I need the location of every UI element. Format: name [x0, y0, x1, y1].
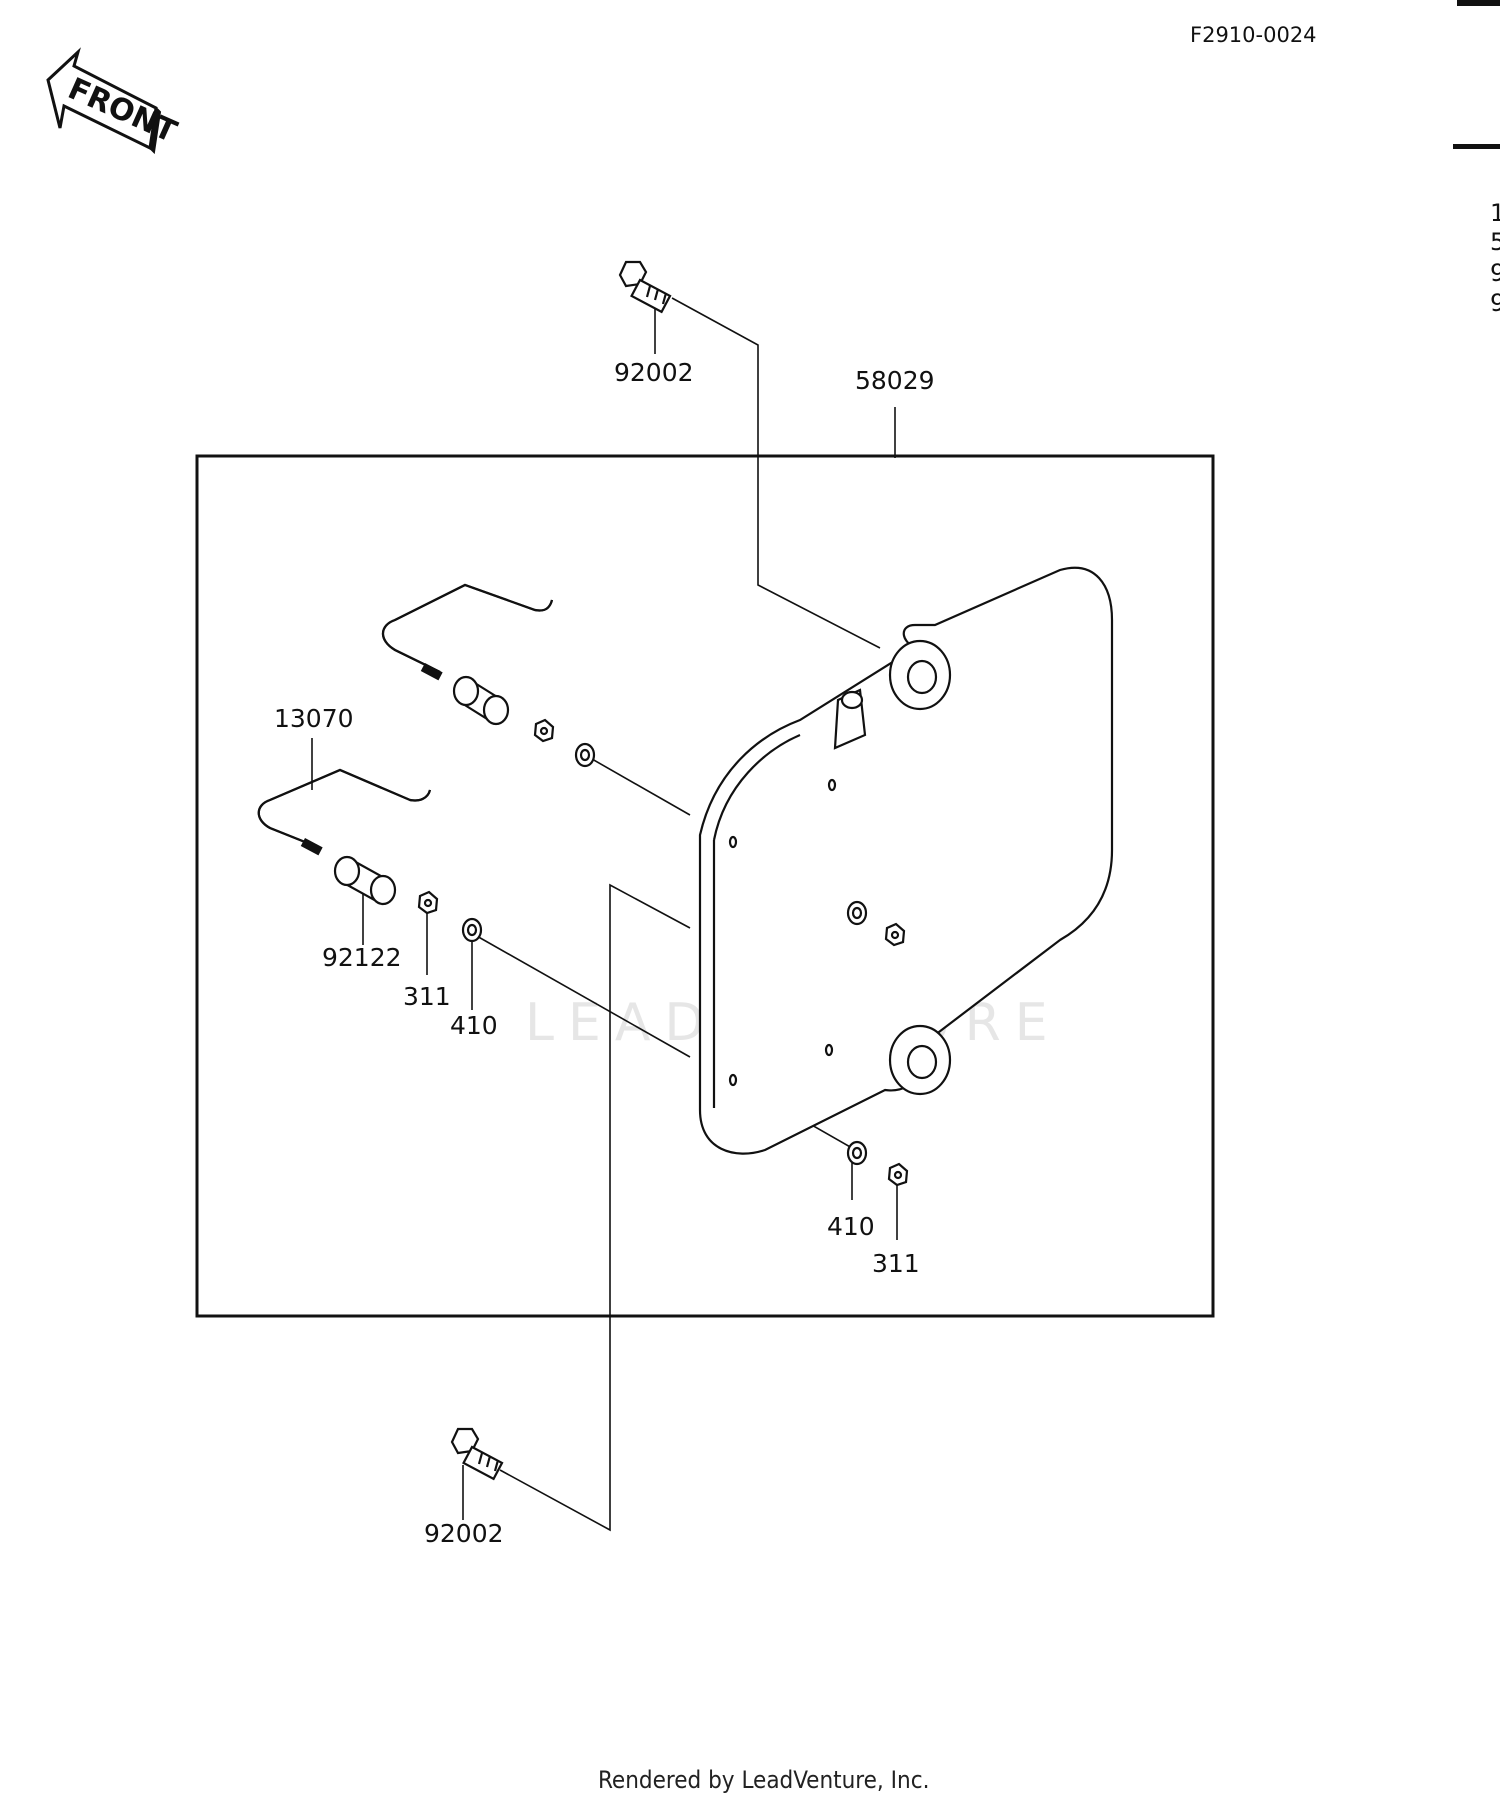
washer-410-lower-right [846, 1140, 868, 1166]
kit-frame [195, 454, 1215, 1318]
nut-311-upper-left [533, 718, 555, 743]
callout-92122: 92122 [322, 943, 402, 972]
plate-58029 [698, 566, 1114, 1155]
right-edge-fragment: 1 5 9 9 [1453, 0, 1500, 317]
svg-text:1: 1 [1490, 199, 1500, 227]
collar-92122-upper [452, 675, 510, 726]
nut-311-lower-right [887, 1162, 909, 1187]
front-arrow-icon: FRONT [46, 47, 182, 155]
callout-92002-top: 92002 [614, 358, 694, 387]
callout-13070: 13070 [274, 704, 354, 733]
stay-13070-lower [257, 768, 432, 856]
svg-text:5: 5 [1490, 228, 1500, 256]
collar-92122-lower [333, 855, 397, 906]
callout-410-right: 410 [827, 1212, 875, 1241]
callout-311-left: 311 [403, 982, 451, 1011]
bolt-92002-top [618, 260, 672, 314]
nut-311-lower-left [417, 890, 439, 915]
washer-410-upper-right [846, 900, 868, 926]
washer-410-upper-left [574, 742, 596, 768]
svg-text:9: 9 [1490, 259, 1500, 287]
nut-311-upper-right [884, 922, 906, 947]
callout-58029: 58029 [855, 366, 935, 395]
callout-311-right: 311 [872, 1249, 920, 1278]
stay-13070-upper [381, 583, 554, 681]
washer-410-lower-left [461, 917, 483, 943]
callout-410-left: 410 [450, 1011, 498, 1040]
front-label: FRONT [63, 71, 182, 150]
figure-code: F2910-0024 [1190, 23, 1317, 47]
footer-credit: Rendered by LeadVenture, Inc. [598, 1766, 929, 1794]
bolt-92002-bottom [450, 1427, 504, 1481]
callout-92002-bottom: 92002 [424, 1519, 504, 1548]
svg-text:9: 9 [1490, 289, 1500, 317]
